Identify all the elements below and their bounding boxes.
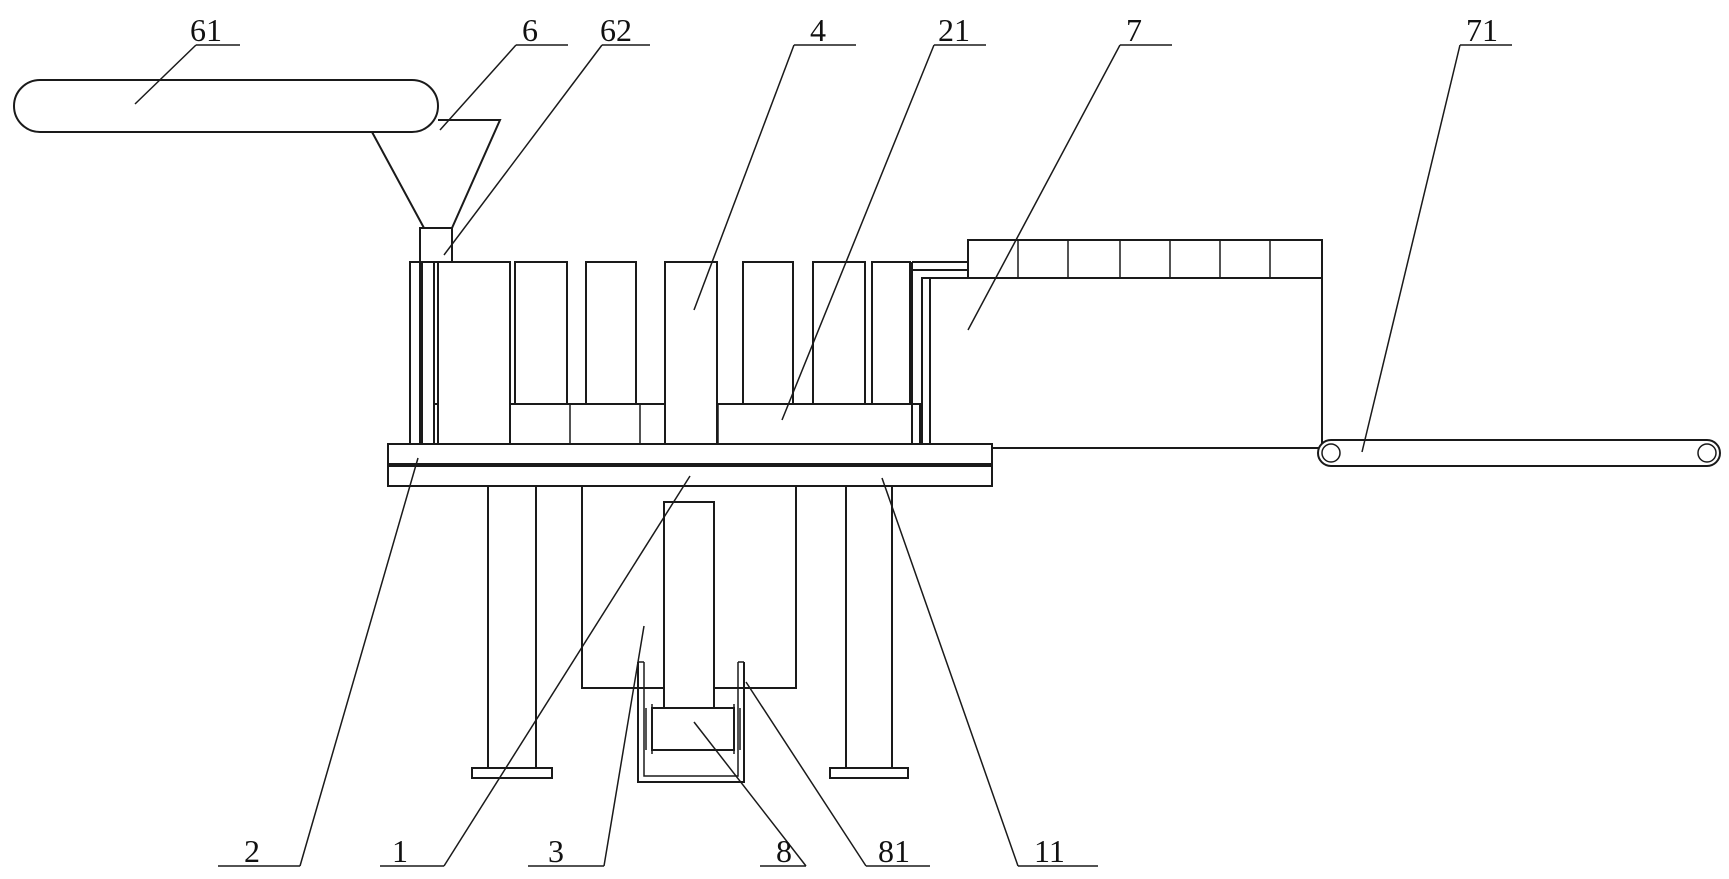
label-71: 71 xyxy=(1466,12,1498,48)
label-7: 7 xyxy=(1126,12,1142,48)
label-1: 1 xyxy=(392,833,408,869)
leader-lines-top xyxy=(134,44,1512,453)
press-housing xyxy=(581,485,797,709)
base-plate xyxy=(387,443,993,487)
label-11: 11 xyxy=(1034,833,1065,869)
leader-lines-bottom xyxy=(218,457,1098,867)
roller-bracket xyxy=(637,661,745,783)
label-62: 62 xyxy=(600,12,632,48)
label-6: 6 xyxy=(522,12,538,48)
label-8: 8 xyxy=(776,833,792,869)
label-81: 81 xyxy=(878,833,910,869)
reference-numerals: 61 6 62 4 21 7 71 2 1 3 8 81 11 xyxy=(190,12,1498,869)
hopper xyxy=(371,119,502,263)
label-2: 2 xyxy=(244,833,260,869)
label-3: 3 xyxy=(548,833,564,869)
pusher-box xyxy=(912,239,1323,449)
legs xyxy=(471,485,909,779)
label-61: 61 xyxy=(190,12,222,48)
output-conveyor xyxy=(1317,439,1721,467)
label-4: 4 xyxy=(810,12,826,48)
mold-plates xyxy=(409,261,913,445)
label-21: 21 xyxy=(938,12,970,48)
feed-conveyor xyxy=(13,79,439,133)
